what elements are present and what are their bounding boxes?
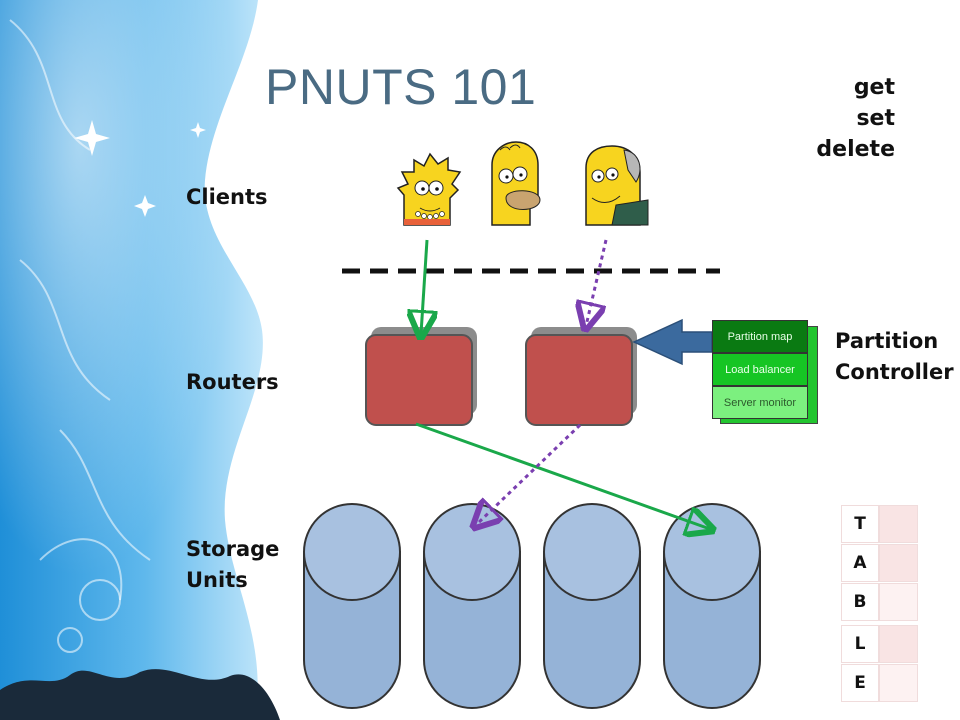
load-balancer: Load balancer <box>712 353 808 386</box>
table-cell <box>879 583 918 621</box>
table-row: L <box>841 625 918 663</box>
table-letter-t: T <box>841 505 879 543</box>
operation-delete: delete <box>816 137 895 162</box>
table-cell <box>879 664 918 702</box>
controller-label-line2: Controller <box>835 360 954 384</box>
server-monitor: Server monitor <box>712 386 808 419</box>
table-cell <box>879 505 918 543</box>
table-letter-e: E <box>841 664 879 702</box>
purple-arrow-router-to-storage <box>476 423 582 525</box>
green-arrow-client-to-router <box>421 239 427 334</box>
storage-label-line2: Units <box>186 568 248 592</box>
partition-map: Partition map <box>712 320 808 353</box>
routers-label: Routers <box>186 370 279 394</box>
table-cell <box>879 625 918 663</box>
table-row: T <box>841 505 918 543</box>
controller-to-router-arrow <box>632 318 713 366</box>
storage-unit-1 <box>303 503 401 709</box>
table-row: E <box>841 664 918 702</box>
table-row: A <box>841 544 918 582</box>
client-avatar-burns <box>585 145 649 226</box>
clients-label: Clients <box>186 185 268 209</box>
storage-units-label: Storage Units <box>186 534 279 596</box>
partition-controller-label: Partition Controller <box>835 326 954 388</box>
table-letter-l: L <box>841 625 879 663</box>
client-avatar-homer <box>491 141 541 226</box>
storage-unit-4 <box>663 503 761 709</box>
slide-title: PNUTS 101 <box>265 59 537 115</box>
client-avatar-lisa <box>396 152 462 226</box>
operation-get: get <box>853 75 895 100</box>
router-1 <box>365 327 477 426</box>
operation-set: set <box>856 106 895 131</box>
operations-list: get set delete <box>816 72 895 165</box>
table-letter-b: B <box>841 583 879 621</box>
storage-unit-3 <box>543 503 641 709</box>
purple-arrow-client-to-router <box>586 239 608 326</box>
storage-label-line1: Storage <box>186 537 280 561</box>
green-arrow-router-to-storage <box>415 422 710 529</box>
storage-unit-2 <box>423 503 521 709</box>
table-cell <box>879 544 918 582</box>
table-row: B <box>841 583 918 621</box>
table-letter-a: A <box>841 544 879 582</box>
controller-label-line1: Partition <box>835 329 939 353</box>
partition-controller: Partition map Load balancer Server monit… <box>712 320 818 424</box>
table-graphic: T A B L E <box>841 505 918 703</box>
router-2 <box>525 327 637 426</box>
